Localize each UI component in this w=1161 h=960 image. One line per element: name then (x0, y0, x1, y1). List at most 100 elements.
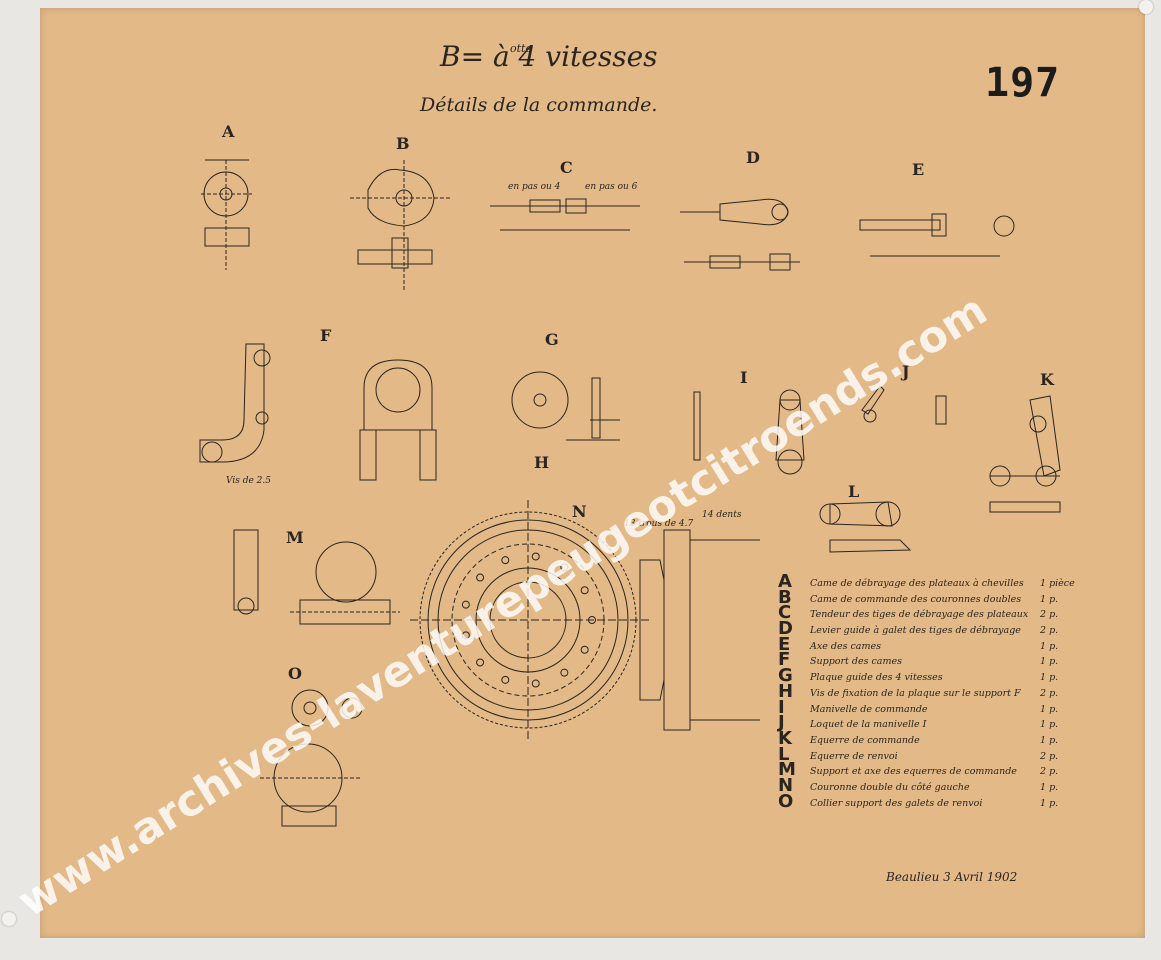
part-label-n: N (572, 502, 587, 521)
part-n-drawing (410, 500, 760, 740)
legend-item-qty: 1 p. (1040, 656, 1059, 668)
legend-item-text: Loquet de la manivelle I (810, 719, 927, 731)
legend-items: Came de débrayage des plateaux à chevill… (810, 576, 1110, 811)
part-g-drawing (511, 371, 620, 441)
legend-row: Equerre de renvoi 2 p. (810, 749, 1110, 765)
part-label-i: I (740, 368, 748, 387)
legend-row: Support des cames 1 p. (810, 654, 1110, 670)
legend-item-qty: 1 p. (1040, 672, 1059, 684)
part-label-l: L (848, 482, 860, 501)
part-f-drawing (199, 343, 437, 481)
legend-letter: F (778, 649, 791, 671)
part-i-drawing (693, 389, 805, 475)
part-label-f: F (320, 326, 332, 345)
legend-letter: H (778, 680, 794, 702)
legend-letter: B (778, 586, 792, 608)
legend-item-qty: 1 p. (1040, 781, 1059, 793)
sheet-title-superscript: otte (510, 42, 532, 55)
legend-letter: O (778, 790, 794, 812)
part-label-c: C (560, 158, 573, 177)
legend-item-text: Came de débrayage des plateaux à chevill… (810, 578, 1024, 589)
legend-letter: C (778, 602, 792, 624)
legend-row: Loquet de la manivelle I 1 p. (810, 717, 1110, 733)
legend-letter: K (778, 727, 792, 749)
sheet-number: 197 (985, 60, 1061, 106)
gear-hole (588, 616, 596, 624)
legend-item-text: Tendeur des tiges de débrayage des plate… (810, 609, 1029, 621)
legend-row: Axe des cames 1 p. (810, 639, 1110, 655)
gear-hole (580, 645, 589, 654)
legend-row: Equerre de commande 1 p. (810, 733, 1110, 749)
legend-item-text: Collier support des galets de renvoi (810, 797, 983, 809)
legend-item-text: Came de commande des couronnes doubles (810, 593, 1022, 605)
legend-letter: L (778, 743, 790, 765)
part-m-drawing (233, 529, 400, 625)
legend-row: Plaque guide des 4 vitesses 1 p. (810, 670, 1110, 686)
gear-hole (580, 586, 589, 595)
legend-item-text: Support des cames (810, 656, 902, 668)
legend-item-qty: 2 p. (1040, 750, 1059, 762)
legend-row: Collier support des galets de renvoi 1 p. (810, 796, 1110, 812)
gear-hole (531, 679, 540, 688)
part-label-o: O (288, 664, 302, 683)
legend-item-qty: 1 p. (1040, 734, 1059, 746)
gear-hole (461, 600, 470, 609)
legend-row: Came de débrayage des plateaux à chevill… (810, 576, 1110, 592)
legend-letter: A (778, 571, 792, 592)
f-screw-note: Vis de 2.5 (226, 476, 271, 486)
part-o-drawing (260, 689, 363, 827)
gear-hole (476, 658, 485, 667)
pin-bottom-left (2, 912, 16, 926)
part-label-b: B (396, 134, 410, 153)
pin-top-right (1139, 0, 1153, 14)
legend-letter: J (778, 712, 785, 734)
part-d-drawing (680, 198, 800, 271)
part-c-drawing (490, 198, 640, 231)
legend-item-text: Equerre de commande (810, 734, 920, 746)
part-k-drawing (989, 395, 1061, 513)
part-a-drawing (201, 159, 252, 270)
legend-item-qty: 1 p. (1040, 797, 1059, 809)
legend-row: Tendeur des tiges de débrayage des plate… (810, 607, 1110, 623)
n-holes-note: 13 trous de 4.7 (624, 519, 694, 529)
gear-hole (560, 563, 569, 572)
legend-item-qty: 1 p. (1040, 719, 1059, 731)
legend-letter: D (778, 618, 793, 640)
legend-letter: E (778, 633, 791, 655)
c-right-note: en pas ou 6 (585, 182, 638, 192)
n-teeth-note: 14 dents (702, 510, 742, 520)
legend-item-text: Levier guide à galet des tiges de débray… (810, 625, 1021, 637)
part-b-drawing (350, 160, 450, 290)
legend-row: Vis de fixation de la plaque sur le supp… (810, 686, 1110, 702)
part-label-a: A (222, 122, 235, 141)
part-label-h: H (534, 453, 550, 472)
gear-hole (560, 668, 569, 677)
legend-item-text: Plaque guide des 4 vitesses (810, 672, 943, 684)
legend-row: Levier guide à galet des tiges de débray… (810, 623, 1110, 639)
part-label-e: E (912, 160, 925, 179)
part-label-m: M (286, 528, 304, 547)
legend-item-qty: 2 p. (1040, 766, 1059, 778)
drawing-sheet: B= à 4 vitesses otte Détails de la comma… (40, 8, 1145, 938)
gear-hole (461, 631, 470, 640)
gear-hole (531, 552, 540, 561)
legend-letter: M (778, 759, 796, 781)
legend-item-qty: 2 p. (1040, 625, 1059, 637)
sheet-subtitle: Détails de la commande. (420, 94, 658, 116)
legend-item-text: Manivelle de commande (810, 703, 928, 715)
part-label-k: K (1040, 370, 1054, 389)
part-label-j: J (902, 362, 910, 381)
part-l-drawing (819, 501, 912, 553)
legend-item-qty: 1 p. (1040, 640, 1059, 652)
legend-item-text: Axe des cames (810, 640, 881, 652)
legend-item-qty: 2 p. (1040, 687, 1059, 699)
part-label-g: G (545, 330, 559, 349)
legend-letter: G (778, 665, 793, 687)
legend-item-qty: 2 p. (1040, 609, 1059, 621)
legend-item-text: Equerre de renvoi (810, 750, 898, 762)
